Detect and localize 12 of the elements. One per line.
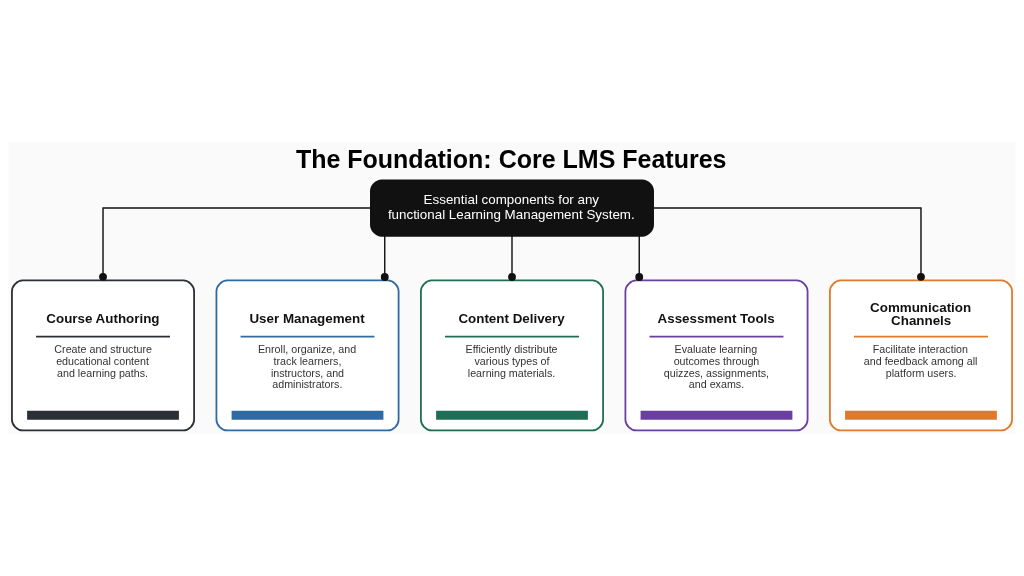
connector [508,235,516,281]
connector [99,207,372,281]
node-box: Content Delivery Efficiently distribute various types of learning materials. [420,279,604,432]
node-box: Course Authoring Create and structure educational content and learning paths. [11,279,195,432]
node-box: Assessment Tools Evaluate learning outcomes through quizzes, assignments, and exams. [624,279,809,432]
connector [652,207,925,281]
node-box: Communication Channels Facilitate interaction and feedback among all platform users. [829,279,1013,432]
node-box: User Management Enroll, organize, and track learners, instructors, and administrators. [215,279,400,432]
diagram-title: The Foundation: Core LMS Features [295,145,727,174]
connector [635,235,644,281]
connector [380,235,389,281]
node-box: Essential components for any functional Learning Management System. [370,179,654,237]
